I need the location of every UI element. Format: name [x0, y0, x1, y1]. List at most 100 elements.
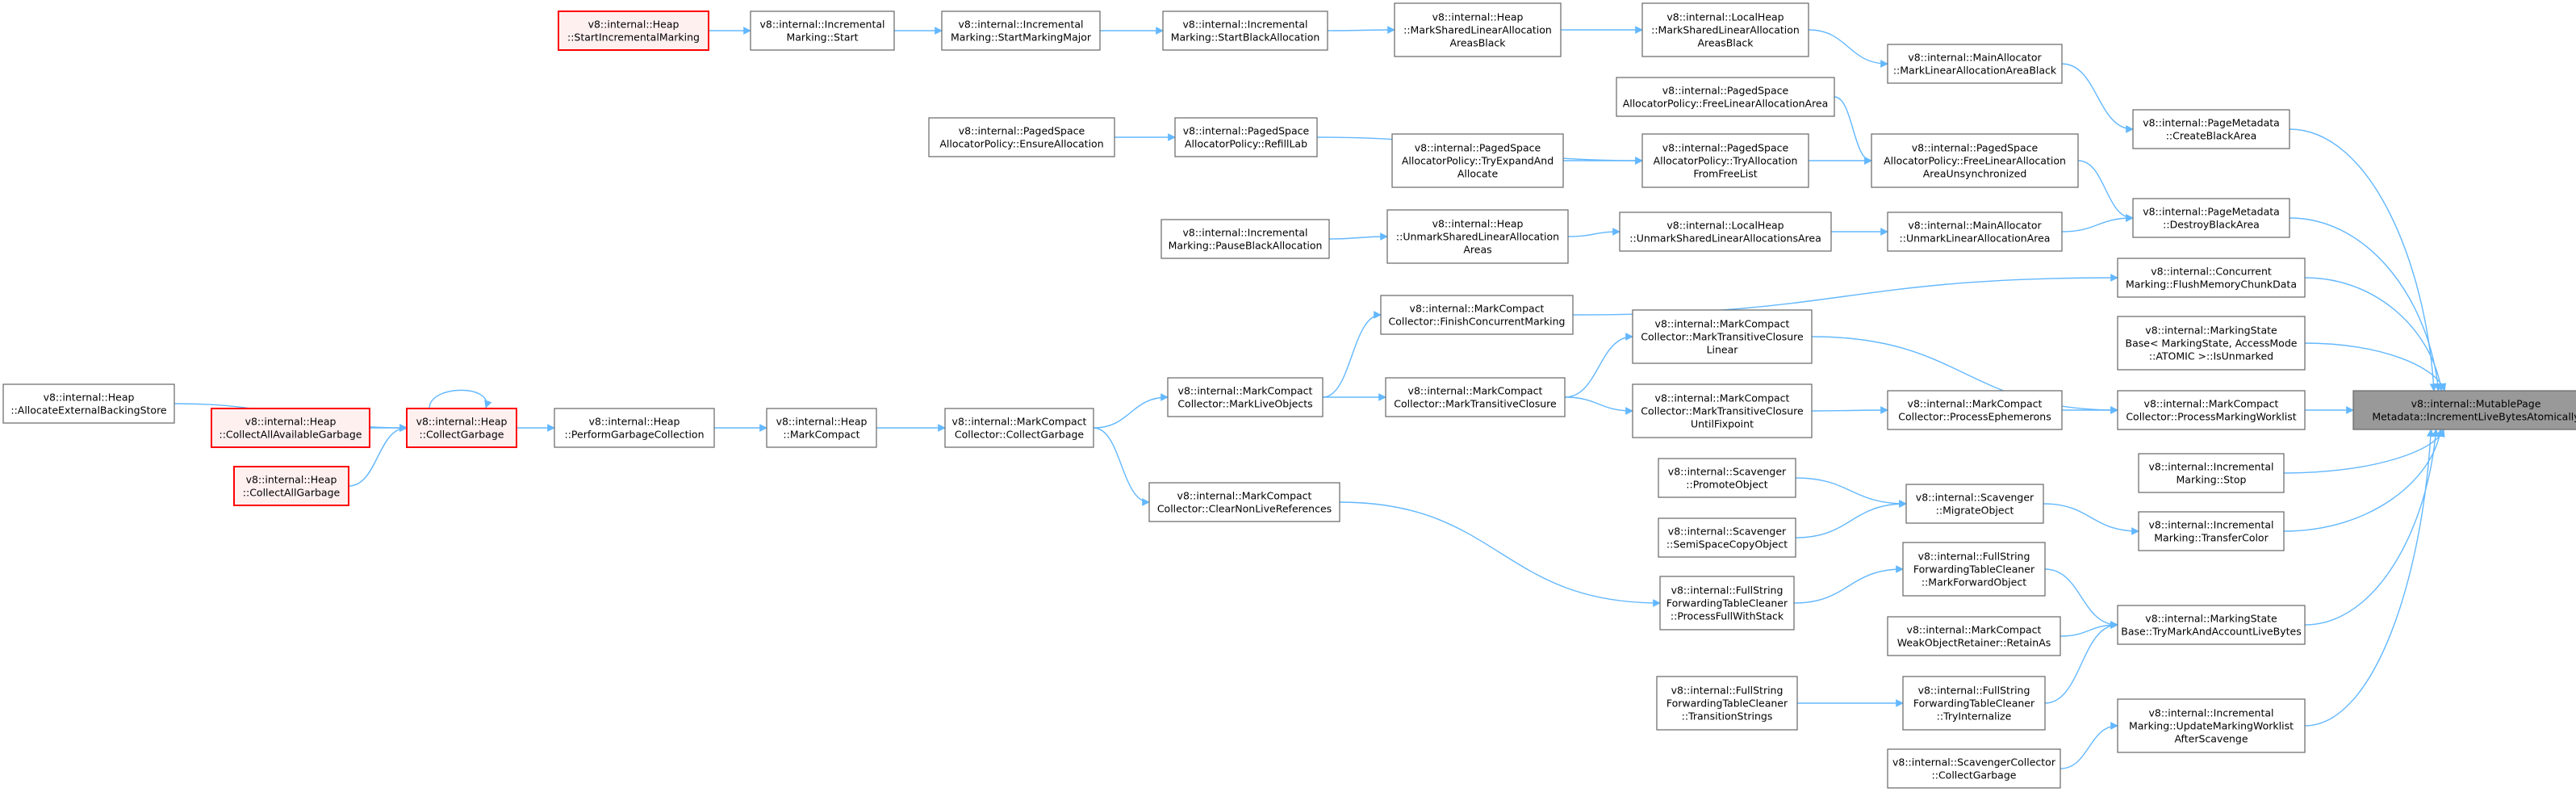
graph-node[interactable]: v8::internal::Heap::MarkSharedLinearAllo…	[1394, 2, 1562, 57]
node-label: Collector::MarkTransitiveClosure	[1641, 405, 1804, 417]
graph-node[interactable]: v8::internal::LocalHeap::MarkSharedLinea…	[1641, 2, 1809, 57]
graph-node[interactable]: v8::internal::Heap::PerformGarbageCollec…	[554, 408, 715, 448]
graph-node[interactable]: v8::internal::MarkCompactCollector::Fini…	[1380, 295, 1574, 335]
graph-node[interactable]: v8::internal::MarkCompactCollector::Clea…	[1148, 482, 1340, 522]
graph-node[interactable]: v8::internal::Heap::StartIncrementalMark…	[558, 10, 709, 51]
node-box	[928, 117, 1115, 157]
node-label: v8::internal::MainAllocator	[1908, 220, 2042, 232]
graph-node[interactable]: v8::internal::MarkCompactCollector::Mark…	[1167, 377, 1324, 417]
graph-node[interactable]: v8::internal::IncrementalMarking::Stop	[2138, 453, 2285, 493]
node-label: Marking::PauseBlackAllocation	[1169, 240, 1323, 252]
call-edge	[2044, 621, 2118, 704]
graph-node[interactable]: v8::internal::Heap::MarkCompact	[766, 408, 877, 448]
node-box	[2132, 198, 2290, 238]
graph-node[interactable]: v8::internal::Heap::UnmarkSharedLinearAl…	[1386, 209, 1569, 264]
graph-node[interactable]: v8::internal::FullStringForwardingTableC…	[1902, 676, 2046, 731]
node-label: v8::internal::PagedSpace	[959, 125, 1085, 137]
graph-node[interactable]: v8::internal::Heap::AllocateExternalBack…	[2, 383, 175, 424]
node-box	[1391, 133, 1564, 188]
graph-node[interactable]: v8::internal::PagedSpaceAllocatorPolicy:…	[1616, 77, 1835, 117]
node-label: v8::internal::LocalHeap	[1666, 11, 1784, 23]
graph-node[interactable]: v8::internal::PagedSpaceAllocatorPolicy:…	[1641, 133, 1809, 188]
graph-node[interactable]: v8::internal::MarkCompactCollector::Proc…	[1887, 390, 2063, 430]
node-label: AreaUnsynchronized	[1923, 168, 2027, 180]
node-box	[1632, 383, 1813, 438]
node-label: ::PromoteObject	[1686, 479, 1767, 491]
graph-node[interactable]: v8::internal::PagedSpaceAllocatorPolicy:…	[1174, 117, 1318, 157]
node-label: ::PerformGarbageCollection	[564, 429, 704, 441]
graph-node[interactable]: v8::internal::Scavenger::MigrateObject	[1905, 484, 2044, 524]
graph-node[interactable]: v8::internal::ConcurrentMarking::FlushMe…	[2117, 258, 2306, 298]
node-box	[1380, 295, 1574, 335]
node-label: ForwardingTableCleaner	[1666, 698, 1788, 710]
node-label: v8::internal::Incremental	[1182, 19, 1307, 31]
graph-node[interactable]: v8::internal::MarkCompactCollector::Mark…	[1632, 383, 1813, 438]
graph-node[interactable]: v8::internal::Scavenger::SemiSpaceCopyOb…	[1658, 517, 1796, 558]
node-box	[1616, 77, 1835, 117]
call-edge	[1328, 233, 1388, 241]
graph-node[interactable]: v8::internal::MarkCompactCollector::Proc…	[2117, 390, 2306, 430]
node-label: Marking::StartMarkingMajor	[951, 31, 1092, 44]
graph-node[interactable]: v8::internal::IncrementalMarking::StartB…	[1162, 10, 1328, 51]
node-box	[1148, 482, 1340, 522]
call-edge	[1834, 96, 1872, 165]
graph-node[interactable]: v8::internal::MarkingStateBase::TryMarkA…	[2117, 605, 2306, 645]
graph-node[interactable]: v8::internal::FullStringForwardingTableC…	[1902, 542, 2046, 597]
node-box	[554, 408, 715, 448]
graph-node[interactable]: v8::internal::LocalHeap::UnmarkSharedLin…	[1619, 212, 1832, 252]
graph-node[interactable]: v8::internal::PagedSpaceAllocatorPolicy:…	[1871, 133, 2079, 188]
call-edge	[2077, 160, 2134, 222]
graph-node[interactable]: v8::internal::ScavengerCollector::Collec…	[1887, 748, 2061, 789]
call-edge	[1811, 406, 1888, 414]
node-label: FromFreeList	[1693, 168, 1757, 180]
node-label: ::MarkSharedLinearAllocation	[1651, 24, 1800, 36]
graph-node[interactable]: v8::internal::MarkCompactCollector::Coll…	[944, 408, 1094, 448]
node-label: ForwardingTableCleaner	[1913, 563, 2035, 576]
graph-node[interactable]: v8::internal::Scavenger::PromoteObject	[1658, 458, 1796, 498]
graph-node[interactable]: v8::internal::MarkCompactCollector::Mark…	[1632, 309, 1813, 364]
node-box	[2352, 390, 2576, 430]
graph-node[interactable]: v8::internal::FullStringForwardingTableC…	[1659, 576, 1795, 631]
node-box	[1174, 117, 1318, 157]
node-box	[1887, 390, 2063, 430]
node-label: Collector::MarkTransitiveClosure	[1641, 331, 1804, 343]
graph-node[interactable]: v8::internal::IncrementalMarking::Update…	[2117, 698, 2306, 753]
graph-node[interactable]: v8::internal::MainAllocator::UnmarkLinea…	[1887, 212, 2063, 252]
node-label: v8::internal::PagedSpace	[1912, 142, 2039, 154]
graph-node[interactable]: v8::internal::MainAllocator::MarkLinearA…	[1887, 44, 2063, 84]
node-label: ::ATOMIC >::IsUnmarked	[2149, 350, 2273, 362]
graph-node[interactable]: v8::internal::Heap::CollectAllGarbage	[233, 466, 349, 506]
graph-node[interactable]: v8::internal::IncrementalMarking::Transf…	[2138, 511, 2285, 551]
graph-node[interactable]: v8::internal::FullStringForwardingTableC…	[1656, 676, 1798, 731]
graph-node[interactable]: v8::internal::Heap::CollectGarbage	[406, 408, 517, 448]
node-label: v8::internal::MarkingState	[2145, 325, 2277, 337]
call-edge	[429, 389, 492, 409]
graph-node[interactable]: v8::internal::PageMetadata::DestroyBlack…	[2132, 198, 2290, 238]
node-label: v8::internal::Scavenger	[1668, 526, 1787, 538]
graph-node[interactable]: v8::internal::PageMetadata::CreateBlackA…	[2132, 109, 2290, 149]
node-label: Collector::MarkLiveObjects	[1177, 398, 1312, 410]
graph-node[interactable]: v8::internal::IncrementalMarking::StartM…	[941, 10, 1101, 51]
node-label: AllocatorPolicy::TryAllocation	[1654, 155, 1798, 167]
node-label: v8::internal::PageMetadata	[2143, 206, 2280, 218]
node-box	[1902, 542, 2046, 597]
graph-node[interactable]: v8::internal::PagedSpaceAllocatorPolicy:…	[1391, 133, 1564, 188]
node-label: v8::internal::Heap	[245, 416, 337, 428]
node-label: ::MarkCompact	[783, 429, 859, 441]
graph-node[interactable]: v8::internal::IncrementalMarking::Start	[750, 10, 895, 51]
graph-node[interactable]: v8::internal::MutablePageMetadata::Incre…	[2352, 390, 2576, 430]
node-label: ::ProcessFullWithStack	[1671, 610, 1784, 622]
graph-node[interactable]: v8::internal::Heap::CollectAllAvailableG…	[211, 408, 370, 448]
node-label: v8::internal::Incremental	[2148, 461, 2273, 473]
node-label: v8::internal::PagedSpace	[1662, 85, 1789, 97]
graph-node[interactable]: v8::internal::MarkCompactWeakObjectRetai…	[1887, 616, 2061, 656]
call-edge	[2061, 214, 2134, 233]
graph-node[interactable]: v8::internal::IncrementalMarking::PauseB…	[1160, 219, 1330, 259]
node-label: v8::internal::MarkCompact	[1408, 385, 1543, 397]
graph-node[interactable]: v8::internal::MarkCompactCollector::Mark…	[1385, 377, 1566, 417]
node-label: Marking::Stop	[2177, 474, 2247, 486]
node-label: ::MarkForwardObject	[1922, 576, 2026, 589]
graph-node[interactable]: v8::internal::PagedSpaceAllocatorPolicy:…	[928, 117, 1115, 157]
node-box	[1632, 309, 1813, 364]
